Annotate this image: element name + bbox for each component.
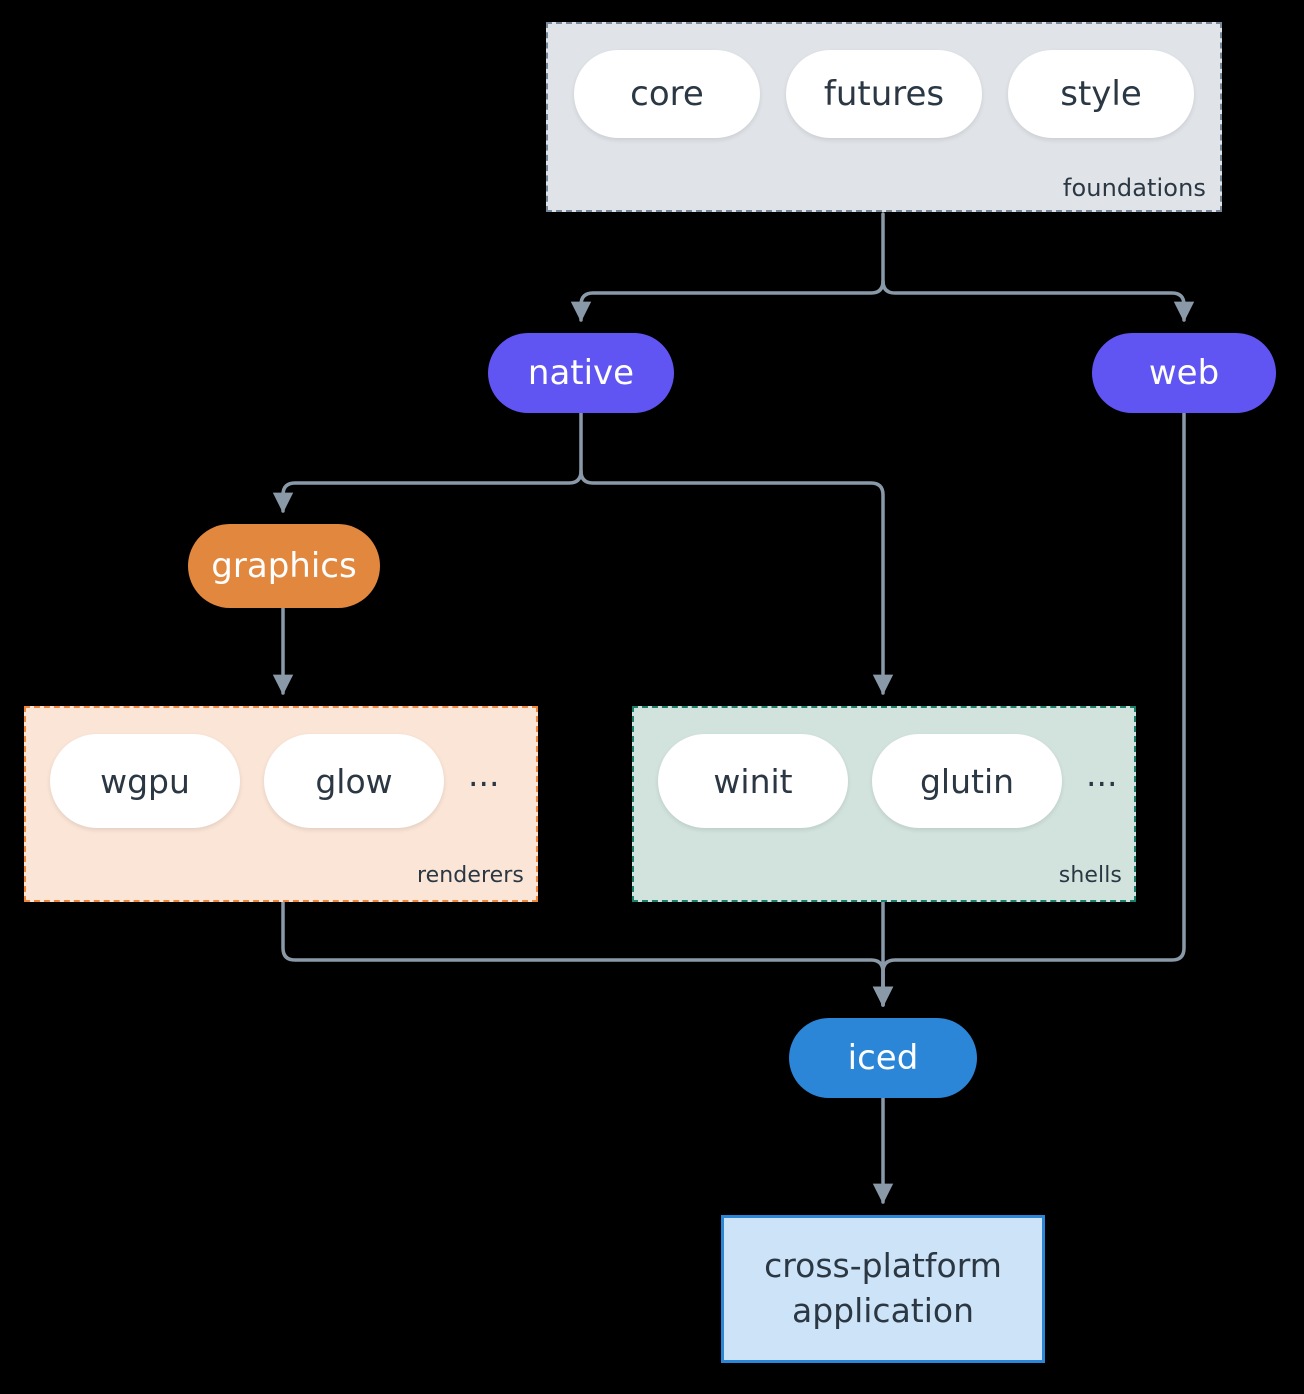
- pill-core[interactable]: core: [574, 50, 760, 138]
- pill-wgpu[interactable]: wgpu: [50, 734, 240, 828]
- group-foundations: core futures style foundations: [546, 22, 1222, 212]
- node-web-label: web: [1148, 353, 1220, 393]
- node-iced[interactable]: iced: [789, 1018, 977, 1098]
- pill-futures-label: futures: [823, 74, 945, 114]
- app-label-line1: cross-platform: [764, 1246, 1002, 1286]
- edge-native-shells: [579, 469, 894, 696]
- shells-more-ellipsis: ...: [1086, 754, 1118, 794]
- foundations-items: core futures style: [548, 50, 1246, 138]
- pill-winit[interactable]: winit: [658, 734, 848, 828]
- node-native[interactable]: native: [488, 333, 674, 413]
- node-native-label: native: [527, 353, 635, 393]
- pill-futures[interactable]: futures: [786, 50, 982, 138]
- pill-glow[interactable]: glow: [264, 734, 444, 828]
- pill-winit-label: winit: [713, 761, 793, 801]
- group-shells: winit glutin ... shells: [632, 706, 1136, 902]
- renderers-more-ellipsis: ...: [468, 754, 500, 794]
- group-label-shells: shells: [1058, 863, 1122, 888]
- shells-items: winit glutin ...: [634, 734, 1158, 828]
- group-label-foundations: foundations: [1062, 174, 1206, 202]
- renderers-items: wgpu glow ...: [26, 734, 560, 828]
- node-cross-platform-application[interactable]: cross-platform application: [721, 1215, 1045, 1363]
- edge-foundations-native: [570, 212, 885, 323]
- pill-glow-label: glow: [315, 761, 393, 801]
- pill-core-label: core: [630, 74, 704, 114]
- app-label-line2: application: [791, 1291, 975, 1330]
- pill-wgpu-label: wgpu: [100, 761, 190, 801]
- node-web[interactable]: web: [1092, 333, 1276, 413]
- edge-renderers-iced: [281, 900, 894, 1008]
- edge-web-iced: [872, 411, 1186, 1008]
- pill-glutin[interactable]: glutin: [872, 734, 1062, 828]
- group-label-renderers: renderers: [416, 863, 524, 888]
- node-graphics-label: graphics: [211, 546, 357, 586]
- node-iced-label: iced: [847, 1038, 919, 1078]
- pill-glutin-label: glutin: [919, 761, 1015, 801]
- node-graphics[interactable]: graphics: [188, 524, 380, 608]
- edge-native-graphics: [272, 411, 583, 514]
- group-renderers: wgpu glow ... renderers: [24, 706, 538, 902]
- edge-foundations-web: [881, 279, 1195, 323]
- pill-style[interactable]: style: [1008, 50, 1194, 138]
- pill-style-label: style: [1060, 74, 1142, 114]
